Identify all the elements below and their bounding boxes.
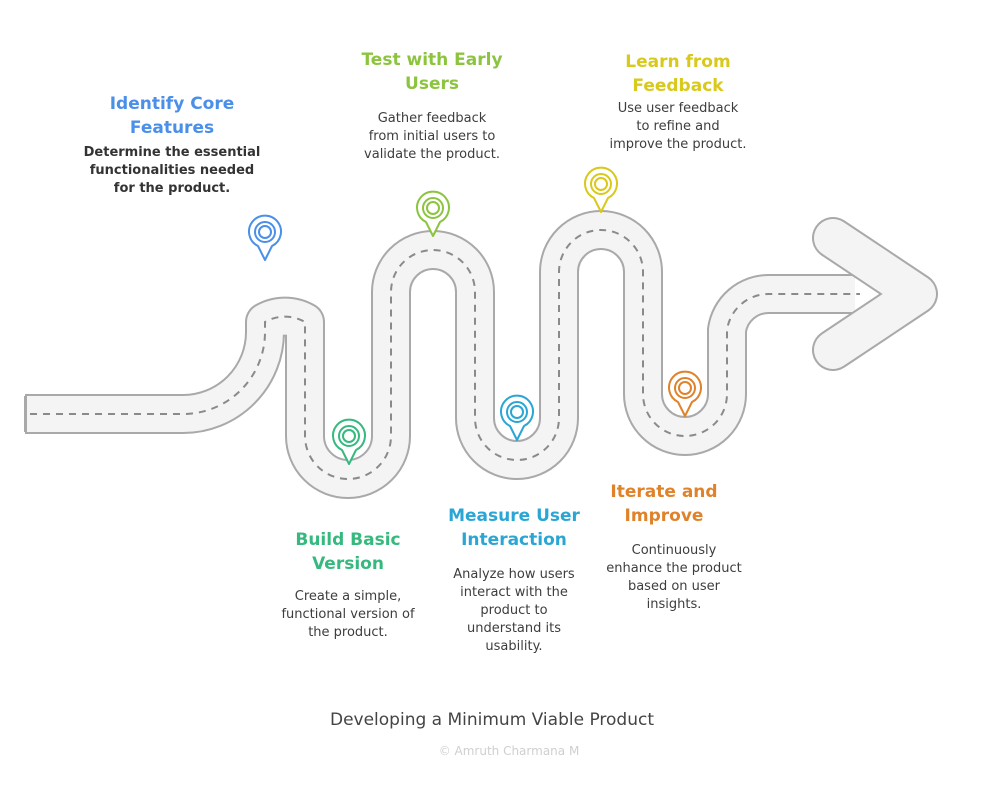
diagram-title: Developing a Minimum Viable Product — [329, 710, 654, 730]
road-start-cap — [24, 396, 27, 432]
step-description: Determine the essential functionalities … — [83, 145, 261, 196]
step-title: Test with Early Users — [361, 50, 503, 94]
step-description: Analyze how users interact with the prod… — [453, 567, 575, 654]
location-pin-icon — [584, 166, 618, 213]
location-pin-icon — [416, 190, 450, 237]
step-identify-core-features: Identify Core Features Determine the ess… — [82, 92, 262, 198]
step-description: Gather feedback from initial users to va… — [364, 111, 500, 162]
step-title: Learn from Feedback — [625, 52, 731, 96]
step-iterate-and-improve: Iterate and Improve Continuously enhance… — [574, 480, 754, 614]
location-pin-icon — [332, 418, 366, 465]
step-title: Build Basic Version — [295, 530, 401, 574]
location-pin-icon — [668, 370, 702, 417]
step-title: Iterate and Improve — [610, 482, 718, 526]
location-pin-icon — [500, 394, 534, 441]
step-title: Measure User Interaction — [448, 506, 580, 550]
step-description: Use user feedback to refine and improve … — [609, 101, 747, 152]
step-description: Continuously enhance the product based o… — [606, 543, 742, 612]
step-learn-from-feedback: Learn from Feedback Use user feedback to… — [588, 50, 768, 154]
road-arrow-head-fill — [814, 219, 936, 369]
step-test-with-early-users: Test with Early Users Gather feedback fr… — [342, 48, 522, 164]
step-title: Identify Core Features — [109, 94, 235, 138]
step-description: Create a simple, functional version of t… — [281, 589, 415, 640]
road-surface — [25, 212, 855, 497]
step-build-basic-version: Build Basic Version Create a simple, fun… — [258, 528, 438, 642]
road-center-line — [30, 229, 860, 480]
location-pin-icon — [248, 214, 282, 261]
copyright-notice: © Amruth Charmana M — [438, 744, 580, 758]
step-measure-user-interaction: Measure User Interaction Analyze how use… — [424, 504, 604, 656]
